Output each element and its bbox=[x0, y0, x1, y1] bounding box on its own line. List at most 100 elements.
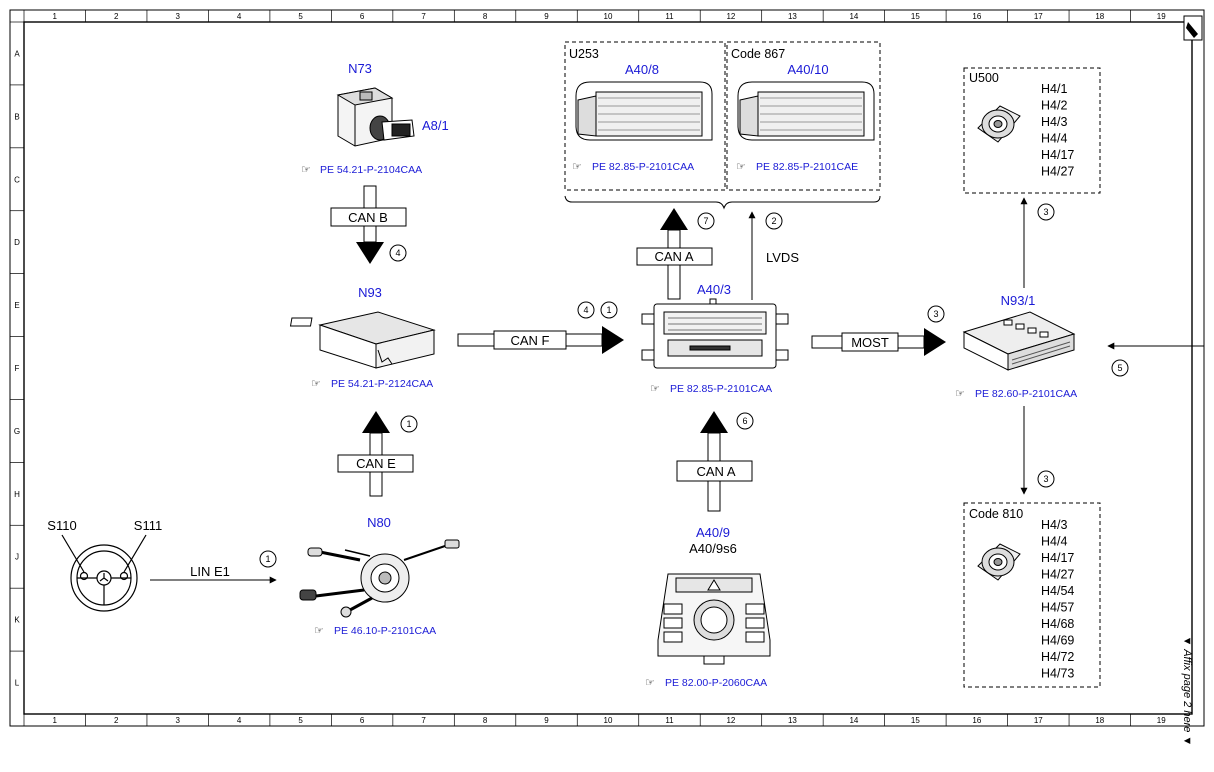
steering-wheel-icon bbox=[61, 534, 147, 612]
grid-column-label: 6 bbox=[360, 12, 365, 21]
grid-column-label: 8 bbox=[483, 12, 488, 21]
drawing-frame bbox=[9, 9, 1205, 727]
svg-text:7: 7 bbox=[703, 216, 708, 226]
pointing-hand-icon: ☞ bbox=[650, 383, 660, 395]
grid-column-label: 9 bbox=[544, 716, 549, 725]
lvds-link: LVDS 2 bbox=[748, 211, 799, 300]
svg-text:PE 46.10-P-2101CAA: PE 46.10-P-2101CAA bbox=[334, 625, 436, 637]
display-a40-10-icon bbox=[737, 81, 875, 141]
speaker-id: H4/4 bbox=[1041, 132, 1067, 146]
speaker-id: H4/4 bbox=[1041, 535, 1067, 549]
grid-column-label: 17 bbox=[1034, 12, 1043, 21]
svg-text:CAN F: CAN F bbox=[511, 333, 550, 348]
speaker-icon bbox=[977, 543, 1021, 581]
pointing-hand-icon: ☞ bbox=[955, 388, 965, 400]
grid-column-label: 13 bbox=[788, 716, 797, 725]
n93-label: N93 bbox=[358, 285, 382, 300]
grid-column-label: 19 bbox=[1157, 716, 1166, 725]
grid-column-label: 11 bbox=[665, 12, 674, 21]
svg-text:3: 3 bbox=[1043, 474, 1048, 484]
grid-column-label: 15 bbox=[911, 716, 920, 725]
external-input-arrow: 5 bbox=[1107, 342, 1204, 377]
svg-text:CAN A: CAN A bbox=[654, 249, 693, 264]
svg-text:PE 82.00-P-2060CAA: PE 82.00-P-2060CAA bbox=[665, 677, 767, 689]
svg-text:5: 5 bbox=[1117, 363, 1122, 373]
a40-9-reference[interactable]: ☞ PE 82.00-P-2060CAA bbox=[645, 677, 767, 689]
speaker-id: H4/57 bbox=[1041, 601, 1074, 615]
svg-text:1: 1 bbox=[606, 305, 611, 315]
svg-text:CAN B: CAN B bbox=[348, 210, 388, 225]
speaker-id: H4/3 bbox=[1041, 115, 1067, 129]
page-corner-icon bbox=[1183, 15, 1203, 41]
a40-9-label: A40/9 bbox=[696, 525, 730, 540]
grid-column-label: 14 bbox=[849, 716, 858, 725]
grid-column-label: 13 bbox=[788, 12, 797, 21]
grid-column-label: 16 bbox=[972, 12, 981, 21]
svg-text:PE 54.21-P-2104CAA: PE 54.21-P-2104CAA bbox=[320, 164, 422, 176]
head-unit-icon bbox=[641, 298, 789, 369]
pointing-hand-icon: ☞ bbox=[572, 161, 582, 173]
ignition-switch-icon bbox=[336, 87, 415, 147]
a40-3-label: A40/3 bbox=[697, 282, 731, 297]
s110-label: S110 bbox=[47, 518, 76, 533]
svg-text:1: 1 bbox=[406, 419, 411, 429]
u253-label: U253 bbox=[569, 47, 599, 61]
svg-text:U500: U500 bbox=[969, 71, 999, 85]
a40-3-reference[interactable]: ☞ PE 82.85-P-2101CAA bbox=[650, 383, 772, 395]
grid-row-label: B bbox=[14, 112, 19, 121]
grid-column-label: 12 bbox=[726, 12, 735, 21]
amplifier-icon bbox=[962, 311, 1076, 371]
speaker-id: H4/72 bbox=[1041, 650, 1074, 664]
n73-label: N73 bbox=[348, 61, 372, 76]
a40-8-reference[interactable]: ☞ PE 82.85-P-2101CAA bbox=[572, 161, 694, 173]
grid-row-label: F bbox=[15, 364, 20, 373]
speaker-id: H4/17 bbox=[1041, 551, 1074, 565]
grid-column-label: 14 bbox=[849, 12, 858, 21]
grid-column-label: 7 bbox=[421, 12, 426, 21]
speaker-id: H4/3 bbox=[1041, 518, 1067, 532]
s111-label: S111 bbox=[134, 518, 162, 533]
speaker-icon bbox=[977, 105, 1021, 143]
svg-text:LIN E1: LIN E1 bbox=[190, 564, 230, 579]
can-e-bus: CAN E 1 bbox=[337, 411, 418, 497]
grid-column-label: 11 bbox=[665, 716, 674, 725]
n93-1-reference[interactable]: ☞ PE 82.60-P-2101CAA bbox=[955, 388, 1077, 400]
grid-column-label: 7 bbox=[421, 716, 426, 725]
can-f-bus: CAN F 4 1 bbox=[457, 301, 624, 354]
code810-speaker-group: Code 810 H4/3H4/4H4/17H4/27H4/54H4/57H4/… bbox=[963, 502, 1101, 688]
svg-text:4: 4 bbox=[395, 248, 400, 258]
lin-e1-bus: LIN E1 1 bbox=[150, 550, 277, 584]
n93-reference[interactable]: ☞ PE 54.21-P-2124CAA bbox=[311, 378, 433, 390]
svg-text:PE 82.85-P-2101CAA: PE 82.85-P-2101CAA bbox=[592, 161, 694, 173]
grid-column-label: 16 bbox=[972, 716, 981, 725]
grid-row-label: C bbox=[14, 175, 20, 184]
svg-text:2: 2 bbox=[771, 216, 776, 226]
grid-column-label: 2 bbox=[114, 716, 119, 725]
amplifier-to-u500-arrow: 3 bbox=[1020, 197, 1055, 288]
pointing-hand-icon: ☞ bbox=[314, 625, 324, 637]
grid-column-label: 9 bbox=[544, 12, 549, 21]
pointing-hand-icon: ☞ bbox=[301, 164, 311, 176]
grid-row-label: G bbox=[14, 427, 20, 436]
n80-reference[interactable]: ☞ PE 46.10-P-2101CAA bbox=[314, 625, 436, 637]
pointing-hand-icon: ☞ bbox=[645, 677, 655, 689]
grid-column-label: 3 bbox=[175, 716, 180, 725]
speaker-id: H4/69 bbox=[1041, 634, 1074, 648]
display-a40-8-icon bbox=[575, 81, 713, 141]
display-group-frame bbox=[564, 41, 881, 191]
svg-text:LVDS: LVDS bbox=[766, 250, 799, 265]
speaker-id: H4/54 bbox=[1041, 584, 1074, 598]
speaker-id: H4/68 bbox=[1041, 617, 1074, 631]
svg-text:MOST: MOST bbox=[851, 335, 889, 350]
svg-text:6: 6 bbox=[742, 416, 747, 426]
grid-column-label: 18 bbox=[1095, 716, 1104, 725]
n73-reference[interactable]: ☞ PE 54.21-P-2104CAA bbox=[301, 164, 422, 176]
svg-text:1: 1 bbox=[265, 554, 270, 564]
grid-column-label: 4 bbox=[237, 716, 242, 725]
speaker-id: H4/17 bbox=[1041, 148, 1074, 162]
grid-row-label: A bbox=[14, 49, 20, 58]
a40-10-reference[interactable]: ☞ PE 82.85-P-2101CAE bbox=[736, 161, 858, 173]
svg-text:4: 4 bbox=[583, 305, 588, 315]
amplifier-to-code810-arrow: 3 bbox=[1020, 406, 1055, 495]
